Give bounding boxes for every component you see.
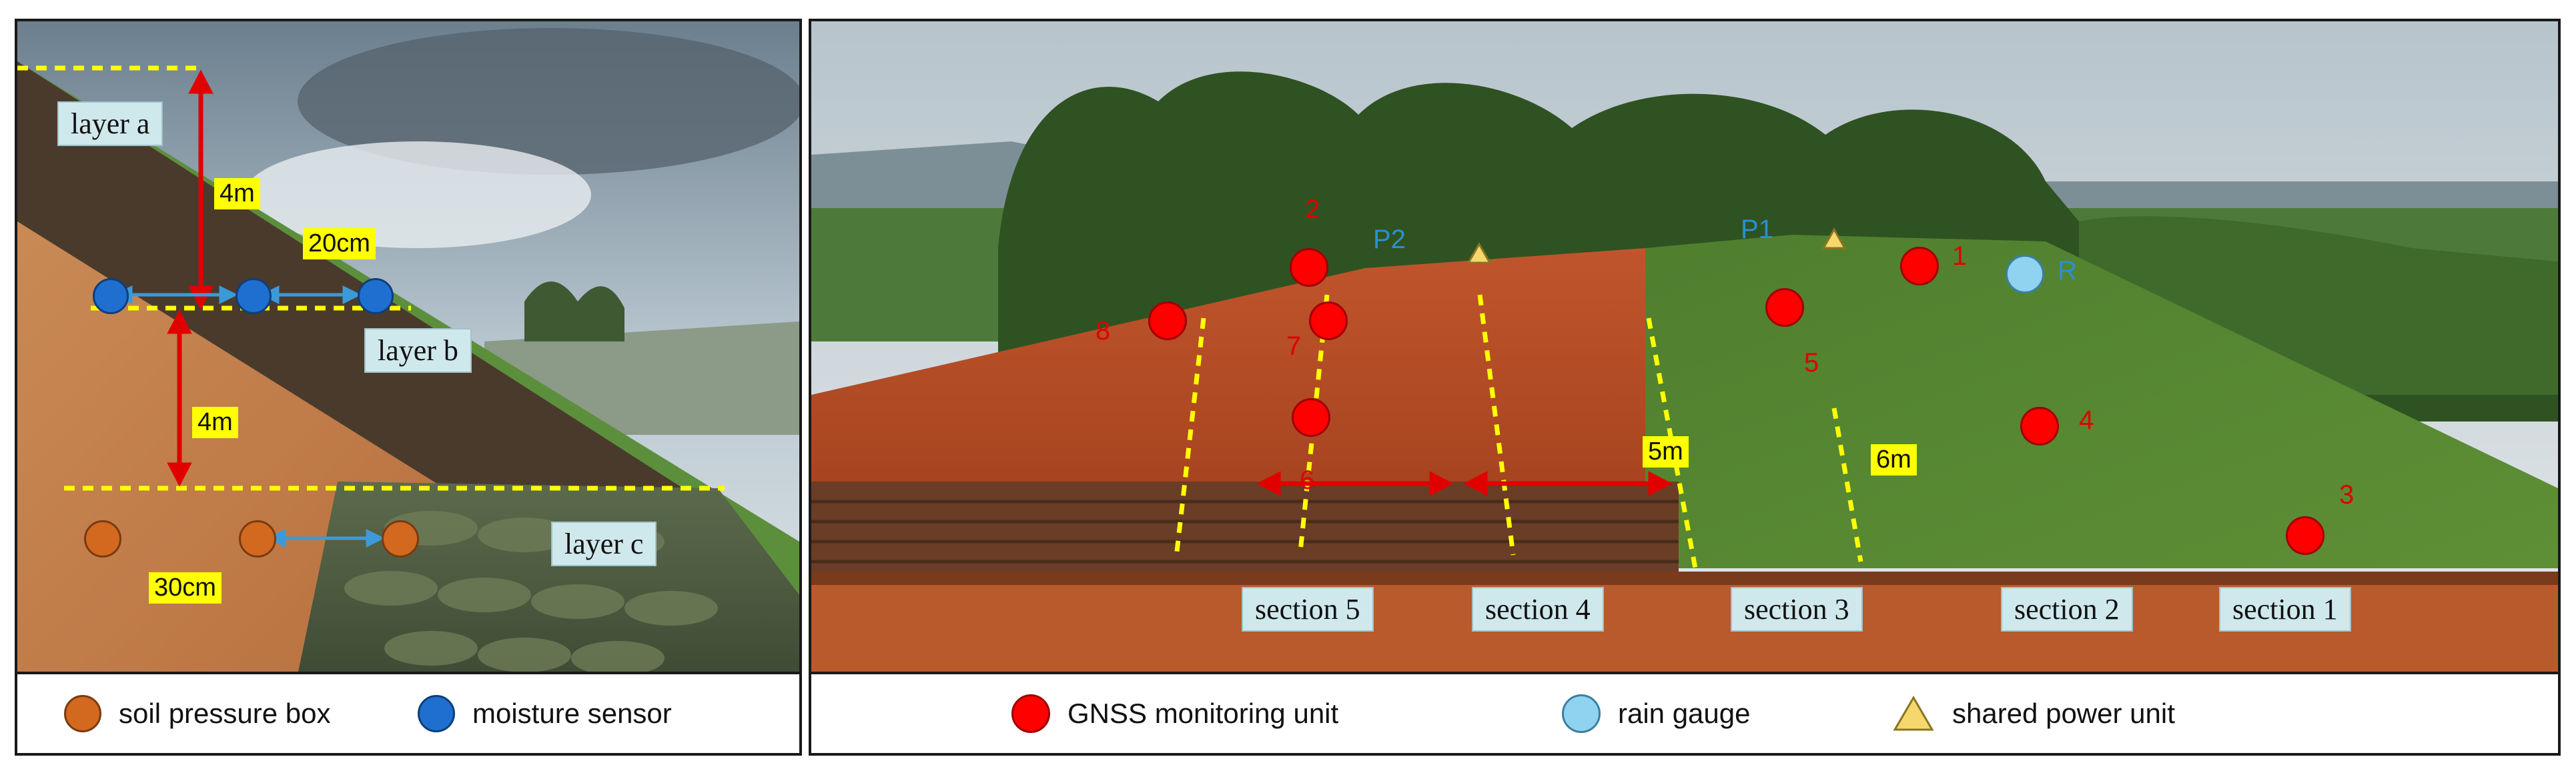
gnss-unit-marker xyxy=(2020,407,2059,446)
gnss-label-3: 3 xyxy=(2339,480,2354,510)
soil-pressure-box-icon xyxy=(64,695,101,732)
layer-b-label: layer b xyxy=(364,328,472,373)
left-legend: soil pressure box moisture sensor xyxy=(17,672,799,753)
soil-pressure-box-marker xyxy=(239,520,276,558)
layer-a-label: layer a xyxy=(57,101,163,146)
legend-rain-gauge-label: rain gauge xyxy=(1618,698,1751,729)
gnss-label-8: 8 xyxy=(1096,316,1111,345)
section-4-label: section 4 xyxy=(1472,587,1604,632)
soil-pressure-box-marker xyxy=(84,520,121,558)
spacing-label-4m-top: 4m xyxy=(214,178,260,209)
legend-rain-gauge: rain gauge xyxy=(1562,674,1751,753)
gnss-label-7: 7 xyxy=(1286,331,1302,361)
rain-gauge-label-r: R xyxy=(2058,256,2077,285)
moisture-sensor-marker xyxy=(236,278,272,314)
gnss-label-4: 4 xyxy=(2079,406,2094,435)
soil-pressure-box-marker xyxy=(382,520,419,558)
power-unit-label-p1: P1 xyxy=(1741,215,1773,244)
gnss-label-5: 5 xyxy=(1804,348,1819,377)
layer-c-label: layer c xyxy=(551,522,657,566)
section-2-label: section 2 xyxy=(2001,587,2133,632)
gnss-label-2: 2 xyxy=(1305,195,1320,224)
gnss-unit-marker xyxy=(1148,301,1187,340)
gnss-unit-marker xyxy=(1292,398,1330,437)
spacing-label-20cm: 20cm xyxy=(303,228,376,259)
legend-shared-power-unit: shared power unit xyxy=(1892,674,2175,753)
legend-soil-pressure-box-label: soil pressure box xyxy=(119,698,331,729)
gnss-unit-marker xyxy=(1900,247,1939,285)
slope-overview-photo xyxy=(811,21,2558,675)
section-1-label: section 1 xyxy=(2219,587,2351,632)
rain-gauge-marker xyxy=(2006,255,2044,293)
right-legend: GNSS monitoring unit rain gauge shared p… xyxy=(811,672,2558,753)
spacing-label-6m: 6m xyxy=(1871,444,1917,476)
gnss-unit-marker xyxy=(1765,288,1804,327)
shared-power-unit-icon xyxy=(1893,696,1934,731)
moisture-sensor-marker xyxy=(93,278,129,314)
section-3-label: section 3 xyxy=(1731,587,1863,632)
legend-soil-pressure-box: soil pressure box xyxy=(64,674,330,753)
spacing-label-4m-bottom: 4m xyxy=(192,407,238,438)
rain-gauge-icon xyxy=(1562,694,1601,733)
power-unit-label-p2: P2 xyxy=(1373,225,1406,254)
legend-gnss-unit-label: GNSS monitoring unit xyxy=(1067,698,1339,729)
legend-moisture-sensor: moisture sensor xyxy=(418,674,672,753)
legend-shared-power-unit-label: shared power unit xyxy=(1952,698,2175,729)
legend-gnss-unit: GNSS monitoring unit xyxy=(1011,674,1338,753)
spacing-label-5m: 5m xyxy=(1643,436,1689,468)
gnss-label-1: 1 xyxy=(1952,241,1968,271)
legend-moisture-sensor-label: moisture sensor xyxy=(472,698,672,729)
right-photo-panel: 1 2 3 4 5 6 7 8 P2 P1 R 5m 6m section 5 … xyxy=(809,19,2561,756)
gnss-unit-marker xyxy=(1309,301,1348,340)
gnss-unit-marker xyxy=(2286,516,2324,555)
spacing-label-30cm: 30cm xyxy=(149,572,222,604)
left-photo-panel: layer a layer b layer c 4m 20cm 4m 30cm … xyxy=(15,19,802,756)
gnss-label-6: 6 xyxy=(1300,466,1315,495)
moisture-sensor-marker xyxy=(358,278,394,314)
gnss-unit-marker xyxy=(1290,248,1328,287)
section-5-label: section 5 xyxy=(1242,587,1374,632)
moisture-sensor-icon xyxy=(418,695,455,732)
gnss-unit-icon xyxy=(1011,694,1050,733)
